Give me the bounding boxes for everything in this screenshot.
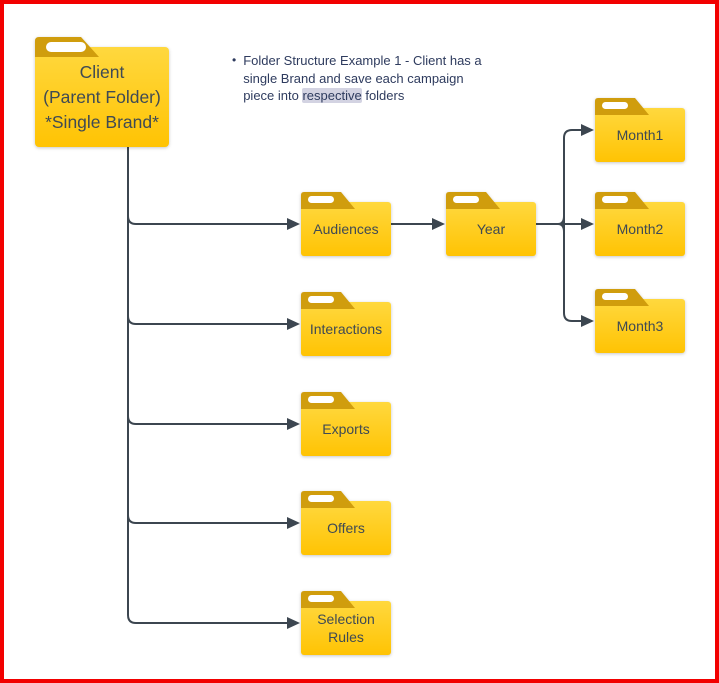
folder-icon [301,192,391,256]
edge-client-interactions [127,315,287,325]
folder-month2-label: Month2 [616,221,664,237]
folder-icon [301,491,391,555]
note-line-2: single Brand and save each campaign [243,70,464,86]
folder-icon [595,289,685,353]
folder-exports[interactable]: Exports [301,392,391,456]
folder-icon [595,98,685,162]
folder-selection-rules[interactable]: Selection Rules [301,591,391,655]
folder-client[interactable]: Client (Parent Folder) *Single Brand* [35,37,169,147]
folder-offers-label: Offers [327,520,365,536]
folder-month1-label: Month1 [616,127,664,143]
folder-icon [595,192,685,256]
folder-month2[interactable]: Month2 [595,192,685,256]
arrow-selection-rules [287,617,300,629]
note-line-3-before: piece into [243,88,303,103]
folder-offers[interactable]: Offers [301,491,391,555]
arrow-month2 [581,218,594,230]
folder-audiences[interactable]: Audiences [301,192,391,256]
folder-icon [301,591,391,655]
arrow-audiences [287,218,300,230]
folder-interactions-label: Interactions [309,321,383,337]
note-annotation: • Folder Structure Example 1 - Client ha… [232,52,502,105]
folder-month3-label: Month3 [616,318,664,334]
note-bullet: • [232,53,237,67]
edge-client-offers [127,514,287,524]
folder-icon [301,392,391,456]
arrow-exports [287,418,300,430]
folder-icon [446,192,536,256]
arrow-interactions [287,318,300,330]
folder-icon [35,37,169,147]
folder-month1[interactable]: Month1 [595,98,685,162]
arrow-year [432,218,445,230]
arrow-offers [287,517,300,529]
arrowheads [287,124,594,629]
edge-year-month3 [563,312,581,322]
edge-client-audiences [127,215,287,225]
fork-pinch-top [557,215,565,225]
folder-month3[interactable]: Month3 [595,289,685,353]
folder-exports-label: Exports [322,421,370,437]
edge-client-selection-rules [127,147,287,624]
folder-year[interactable]: Year [446,192,536,256]
folder-selection-rules-label: Selection Rules [317,611,375,645]
folder-client-label: Client (Parent Folder) *Single Brand* [43,61,161,132]
note-text: Folder Structure Example 1 - Client has … [243,52,482,105]
folder-year-label: Year [476,221,506,237]
note-line-1: Folder Structure Example 1 - Client has … [243,53,482,68]
connector-lines [127,124,594,629]
folder-interactions[interactable]: Interactions [301,292,391,356]
note-highlight-word: respective [302,88,362,103]
edge-year-month1 [563,129,581,139]
fork-pinch-bottom [557,223,565,233]
note-line-3-after: folders [361,88,405,103]
arrow-month3 [581,315,594,327]
edge-client-exports [127,415,287,425]
folder-audiences-label: Audiences [313,221,379,237]
arrow-month1 [581,124,594,136]
folder-icon [301,292,391,356]
